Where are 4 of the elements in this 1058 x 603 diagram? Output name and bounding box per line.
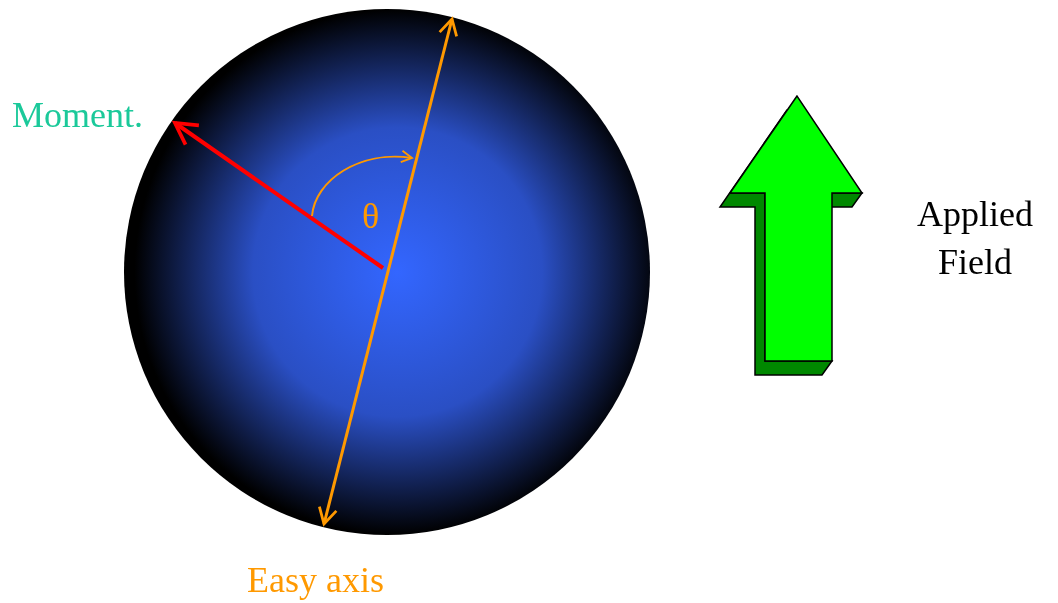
- axis-label: Easy axis: [247, 559, 384, 602]
- field-label: Applied Field: [916, 193, 1034, 284]
- angle-label: θ: [362, 195, 380, 238]
- moment-label: Moment.: [12, 94, 143, 137]
